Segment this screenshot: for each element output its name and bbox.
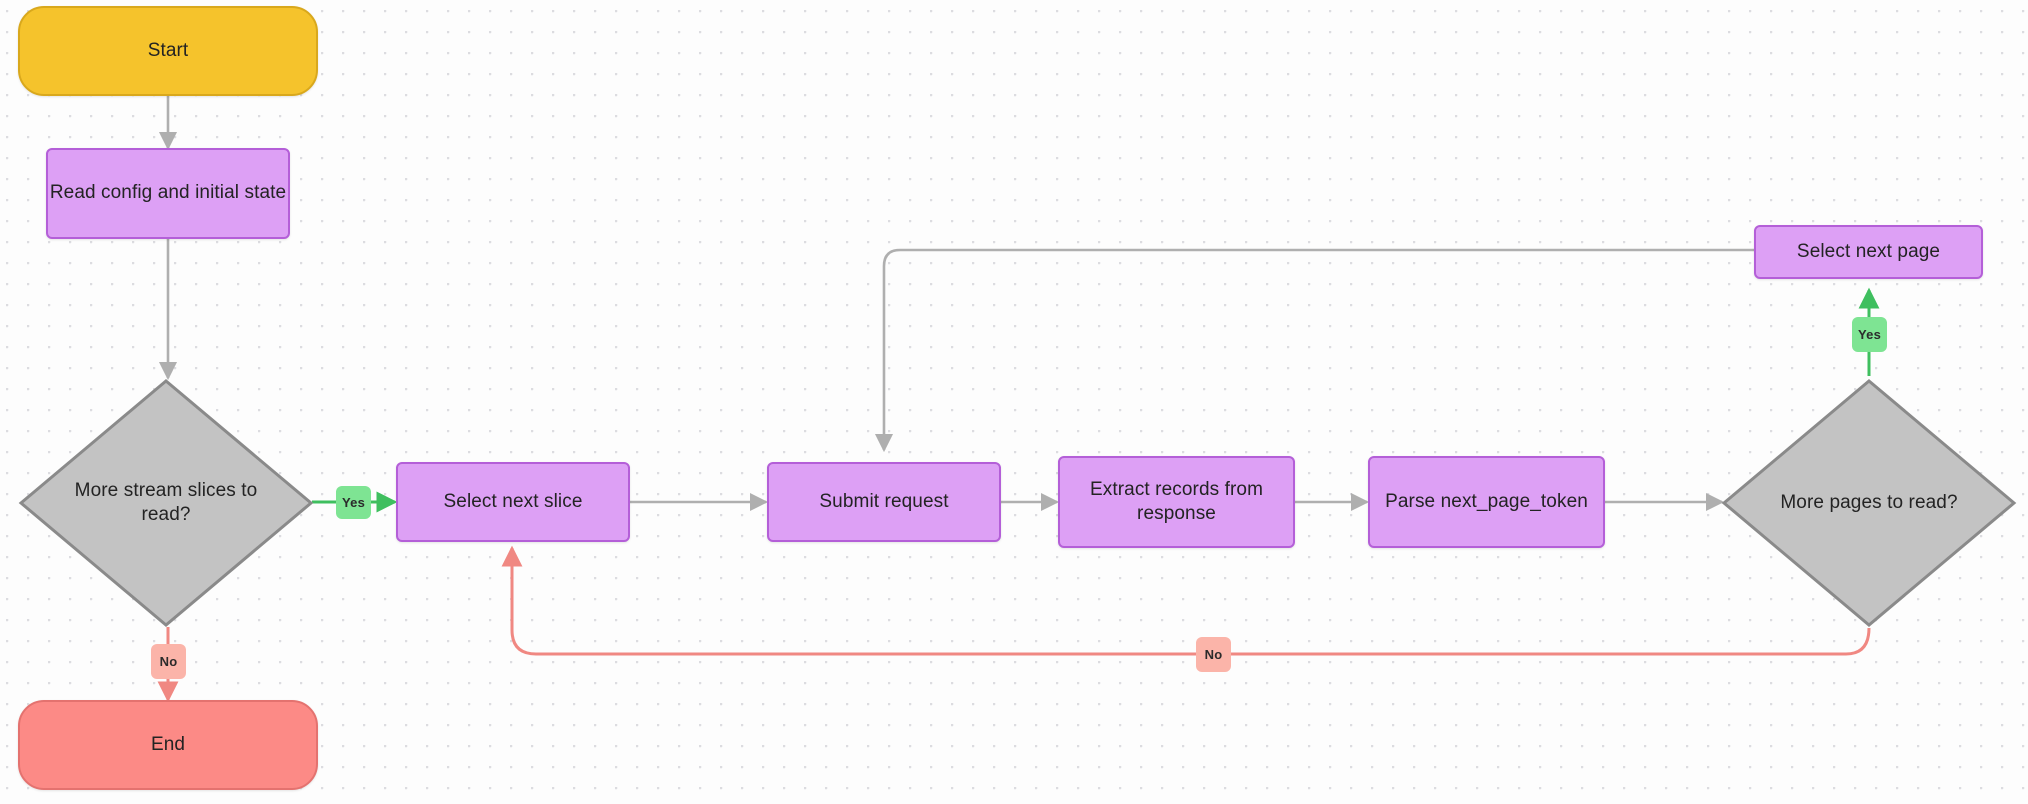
node-select-next-page[interactable]: Select next page bbox=[1754, 225, 1983, 279]
node-extract-records[interactable]: Extract records from response bbox=[1058, 456, 1295, 548]
node-read-config-label: Read config and initial state bbox=[49, 182, 287, 204]
node-more-stream-slices-label: More stream slices to read? bbox=[74, 479, 258, 525]
diamond-shape-more-slices bbox=[18, 379, 314, 627]
node-submit-request[interactable]: Submit request bbox=[767, 462, 1001, 542]
edge-label-no-more-pages[interactable]: No bbox=[1196, 637, 1231, 672]
node-start-label: Start bbox=[147, 39, 189, 61]
node-end[interactable]: End bbox=[18, 700, 318, 790]
node-extract-records-label: Extract records from response bbox=[1089, 478, 1264, 524]
node-select-next-page-label: Select next page bbox=[1796, 240, 1941, 262]
node-more-stream-slices[interactable]: More stream slices to read? bbox=[18, 378, 314, 628]
node-more-pages[interactable]: More pages to read? bbox=[1721, 378, 2017, 628]
node-select-next-slice[interactable]: Select next slice bbox=[396, 462, 630, 542]
edge-label-no-more-pages-text: No bbox=[1204, 647, 1223, 662]
edge-label-no-more-slices-text: No bbox=[159, 654, 178, 669]
edge-next-page-to-submit-loop bbox=[874, 248, 1754, 453]
node-more-pages-label: More pages to read? bbox=[1780, 491, 1958, 513]
diamond-shape-more-pages bbox=[1721, 379, 2017, 627]
node-parse-next-page-token-label: Parse next_page_token bbox=[1385, 490, 1588, 512]
node-submit-request-label: Submit request bbox=[819, 490, 949, 512]
edge-more-pages-no-loop-tail bbox=[501, 545, 1196, 656]
edge-label-yes-more-slices[interactable]: Yes bbox=[336, 486, 371, 519]
node-end-label: End bbox=[150, 733, 186, 755]
edge-more-pages-no-loop bbox=[1231, 627, 1871, 656]
node-read-config[interactable]: Read config and initial state bbox=[46, 148, 290, 239]
edge-label-yes-more-pages-text: Yes bbox=[1857, 327, 1881, 342]
edge-label-no-more-slices[interactable]: No bbox=[151, 644, 186, 679]
edge-label-yes-more-slices-text: Yes bbox=[341, 495, 365, 510]
node-start[interactable]: Start bbox=[18, 6, 318, 96]
node-select-next-slice-label: Select next slice bbox=[443, 490, 583, 512]
edge-label-yes-more-pages[interactable]: Yes bbox=[1852, 317, 1887, 352]
node-parse-next-page-token[interactable]: Parse next_page_token bbox=[1368, 456, 1605, 548]
